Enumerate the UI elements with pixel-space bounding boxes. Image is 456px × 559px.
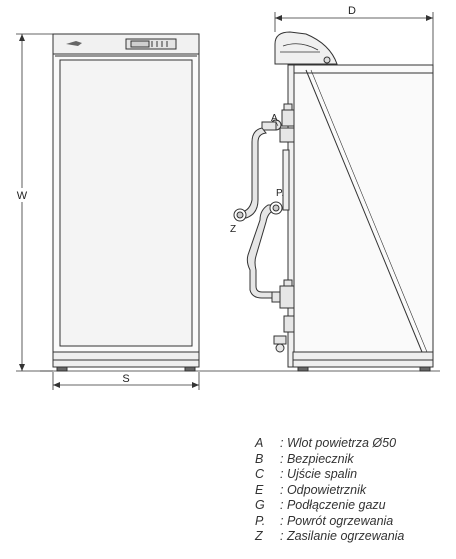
depth-dimension-label: D	[348, 5, 356, 17]
control-display	[125, 38, 177, 50]
boiler-dimension-drawing: W S	[14, 5, 440, 390]
side-foot-right	[419, 366, 431, 372]
legend-key: A	[255, 436, 264, 450]
side-view	[274, 31, 434, 372]
legend-row: B : Bezpiecznik	[255, 452, 450, 468]
front-foot-right	[184, 366, 196, 372]
connection-pipes	[233, 103, 295, 353]
callout-z: Z	[230, 224, 236, 235]
legend: A : Wlot powietrza Ø50 B : Bezpiecznik C…	[255, 436, 450, 545]
depth-dimension	[274, 12, 434, 65]
side-back-strip	[287, 64, 295, 368]
legend-desc: : Powrót ogrzewania	[280, 513, 394, 528]
side-foot-left	[297, 366, 309, 372]
legend-row: E : Odpowietrznik	[255, 483, 450, 499]
control-screen	[130, 40, 150, 48]
legend-desc: : Zasilanie ogrzewania	[280, 529, 405, 543]
legend-desc: : Podłączenie gazu	[280, 498, 386, 512]
drain-fitting	[273, 335, 287, 345]
front-foot-left	[56, 366, 68, 372]
side-control-housing	[274, 31, 338, 65]
supply-pipe	[237, 127, 267, 219]
air-inlet-fitting	[281, 109, 295, 127]
width-dimension	[52, 372, 200, 390]
brand-logo	[66, 41, 82, 46]
callout-p: P.	[276, 188, 284, 199]
legend-desc: : Odpowietrznik	[280, 482, 367, 497]
side-door-diagonal	[305, 69, 423, 353]
legend-key: E	[255, 482, 264, 497]
gas-connection-fitting	[279, 285, 295, 309]
height-dimension	[16, 33, 53, 372]
legend-row: P. : Powrót ogrzewania	[255, 514, 450, 530]
callout-a: A	[271, 113, 278, 124]
legend-row: C : Ujście spalin	[255, 467, 450, 483]
legend-row: Z : Zasilanie ogrzewania	[255, 529, 450, 545]
legend-row: G : Podłączenie gazu	[255, 498, 450, 514]
return-pipe	[246, 204, 283, 299]
side-cabinet	[292, 64, 434, 368]
mounting-bracket	[282, 149, 290, 211]
front-view	[52, 33, 200, 372]
legend-key: C	[255, 467, 265, 481]
legend-desc: : Ujście spalin	[280, 467, 358, 481]
legend-key: Z	[255, 529, 263, 543]
legend-desc: : Wlot powietrza Ø50	[280, 436, 397, 450]
legend-key: B	[255, 451, 264, 466]
width-dimension-label: S	[122, 373, 129, 385]
legend-key: G	[255, 498, 265, 512]
legend-desc: : Bezpiecznik	[280, 451, 354, 466]
front-door-panel	[59, 59, 193, 347]
legend-row: A : Wlot powietrza Ø50	[255, 436, 450, 452]
housing-knob	[323, 56, 331, 64]
height-dimension-label: W	[17, 190, 28, 202]
legend-key: P.	[255, 513, 266, 528]
